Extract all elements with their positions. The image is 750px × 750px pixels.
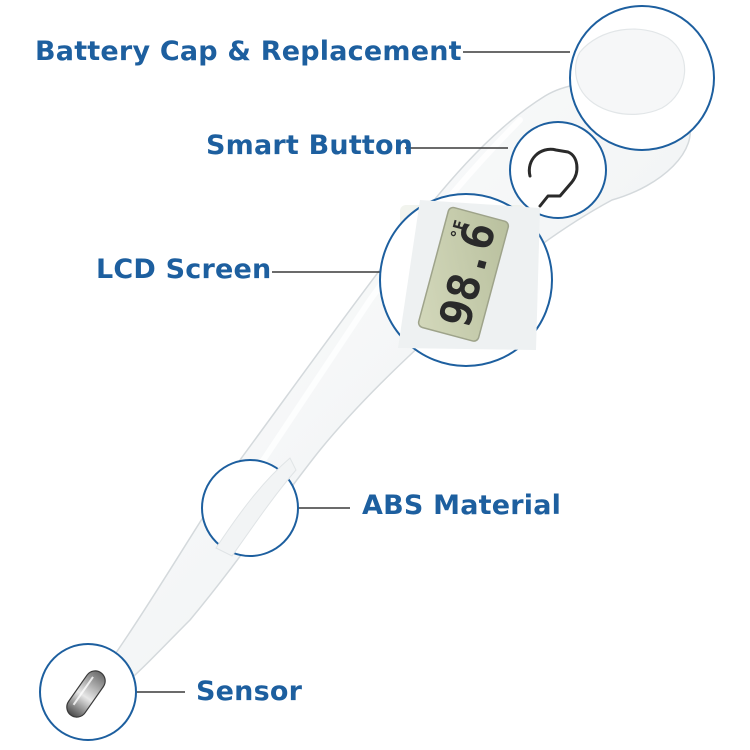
label-lcd-screen: LCD Screen [96,254,272,285]
body-highlight [247,117,523,483]
smart-button-callout [509,121,607,219]
label-battery-cap: Battery Cap & Replacement [35,36,462,67]
smart-button-icon [527,147,579,208]
sensor-tip [66,670,106,718]
label-sensor: Sensor [196,676,303,707]
label-abs-material: ABS Material [362,490,562,521]
lcd-unit: °F [447,218,470,242]
lcd-panel: 98.6 °F [417,206,510,342]
label-smart-button: Smart Button [206,130,414,161]
abs-material-swatch [215,457,297,557]
battery-cap-detail [574,28,686,115]
